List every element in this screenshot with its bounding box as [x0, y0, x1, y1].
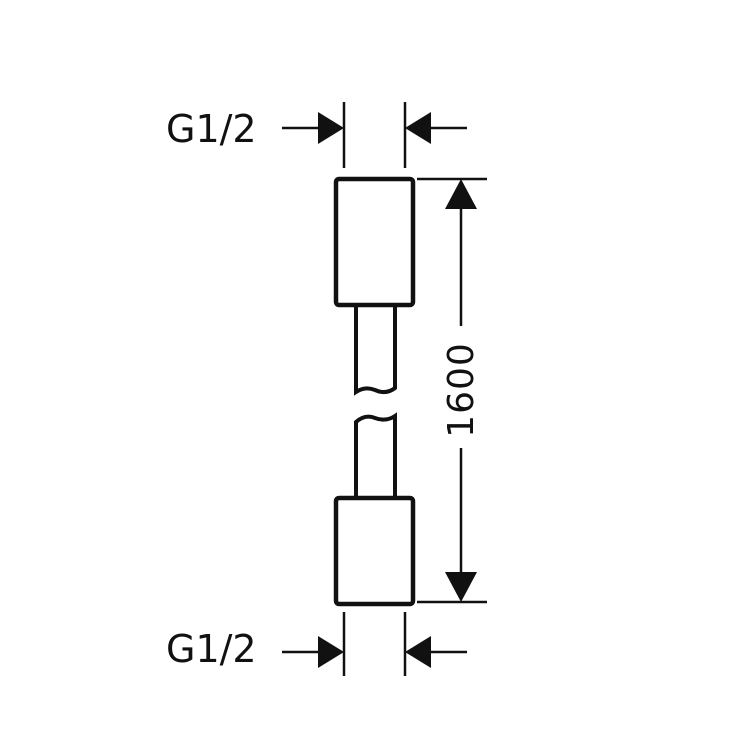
length-dimension	[417, 177, 487, 604]
bottom-fitting	[333, 495, 416, 607]
top-arrow-left	[318, 112, 344, 144]
top-thread-dimension	[282, 102, 467, 168]
bottom-arrow-right	[405, 636, 431, 668]
hose-lower	[354, 412, 397, 498]
hose-upper	[354, 305, 397, 396]
top-arrow-right	[405, 112, 431, 144]
top-fitting	[333, 176, 416, 308]
length-label: 1600	[441, 342, 482, 438]
bottom-thread-label: G1/2	[166, 627, 257, 671]
bottom-thread-dimension	[282, 612, 467, 676]
length-arrow-top	[445, 179, 477, 209]
bottom-arrow-left	[318, 636, 344, 668]
length-arrow-bottom	[445, 572, 477, 602]
top-thread-label: G1/2	[166, 107, 257, 151]
